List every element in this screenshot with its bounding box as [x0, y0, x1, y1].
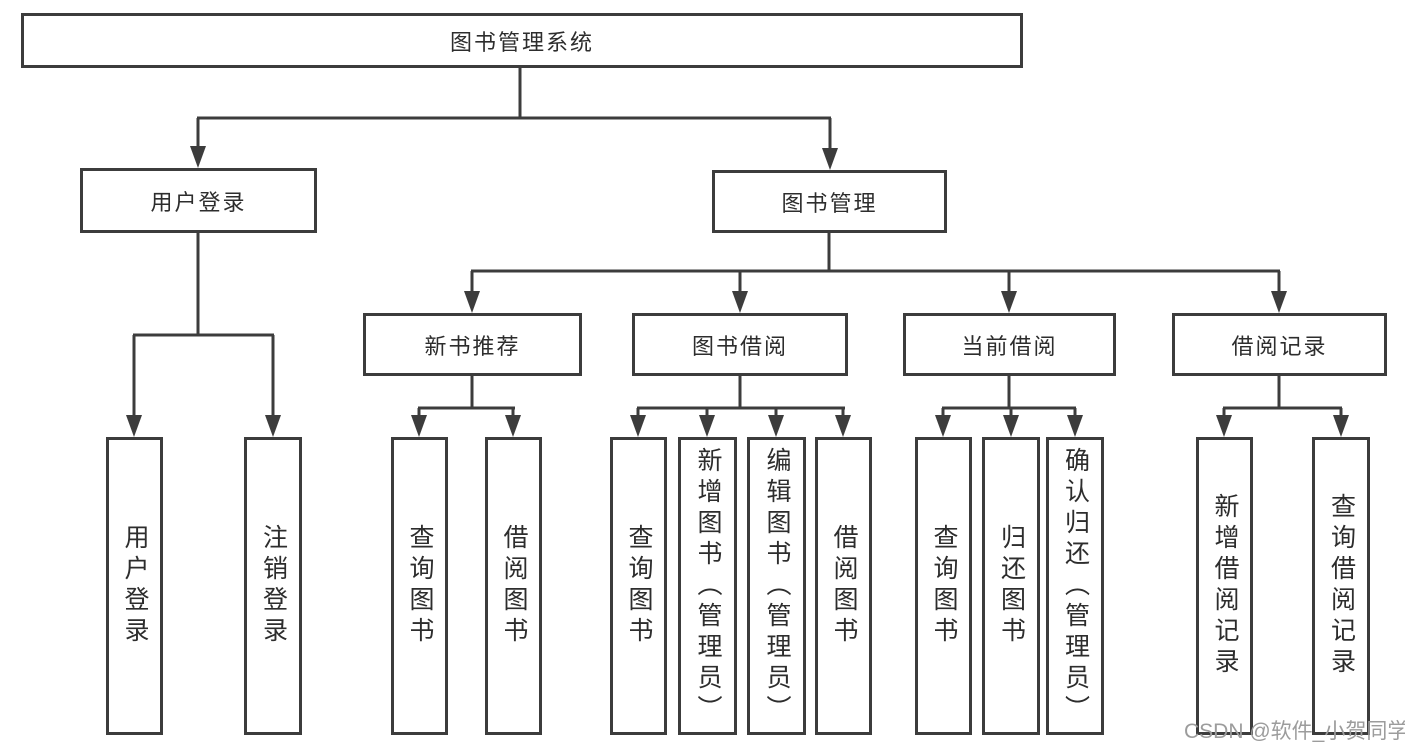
node-current-borrowing: 当前借阅: [903, 313, 1116, 376]
node-root-library-system: 图书管理系统: [21, 13, 1023, 68]
leaf-user-login-label: 用户登录: [121, 524, 149, 648]
leaf-recommend-query-books-label: 查询图书: [406, 524, 434, 648]
leaf-logout-label: 注销登录: [259, 524, 288, 648]
leaf-confirm-return-admin-label: 确认归还（管理员）: [1061, 446, 1090, 726]
csdn-watermark: CSDN @软件_小贺同学: [1184, 720, 1405, 743]
leaf-edit-books-admin: 编辑图书（管理员）: [747, 437, 806, 735]
leaf-borrowing-borrow-books-label: 借阅图书: [830, 524, 858, 648]
leaf-current-query-books-label: 查询图书: [930, 524, 958, 648]
leaf-confirm-return-admin: 确认归还（管理员）: [1046, 437, 1104, 735]
node-user-login-branch-label: 用户登录: [150, 189, 247, 215]
node-new-book-recommend-label: 新书推荐: [424, 333, 521, 359]
node-user-login-branch: 用户登录: [80, 168, 317, 233]
node-book-management-branch: 图书管理: [712, 170, 947, 233]
leaf-query-borrow-record: 查询借阅记录: [1312, 437, 1370, 735]
node-book-borrowing-label: 图书借阅: [691, 333, 788, 359]
leaf-borrowing-query-books: 查询图书: [610, 437, 667, 735]
leaf-add-borrow-record: 新增借阅记录: [1196, 437, 1253, 735]
leaf-recommend-borrow-books-label: 借阅图书: [500, 524, 528, 648]
node-current-borrowing-label: 当前借阅: [961, 333, 1058, 359]
node-borrowing-records: 借阅记录: [1172, 313, 1387, 376]
leaf-return-books: 归还图书: [982, 437, 1040, 735]
leaf-user-login: 用户登录: [106, 437, 163, 735]
node-borrowing-records-label: 借阅记录: [1231, 333, 1328, 359]
node-root-label: 图书管理系统: [449, 29, 594, 55]
leaf-query-borrow-record-label: 查询借阅记录: [1327, 493, 1356, 679]
leaf-add-books-admin-label: 新增图书（管理员）: [694, 446, 722, 726]
leaf-borrowing-borrow-books: 借阅图书: [815, 437, 872, 735]
leaf-borrowing-query-books-label: 查询图书: [625, 524, 653, 648]
leaf-edit-books-admin-label: 编辑图书（管理员）: [763, 446, 791, 726]
leaf-add-borrow-record-label: 新增借阅记录: [1211, 493, 1239, 679]
node-book-borrowing: 图书借阅: [632, 313, 848, 376]
leaf-current-query-books: 查询图书: [915, 437, 972, 735]
node-new-book-recommend: 新书推荐: [363, 313, 582, 376]
leaf-return-books-label: 归还图书: [997, 524, 1026, 648]
leaf-recommend-query-books: 查询图书: [391, 437, 448, 735]
leaf-recommend-borrow-books: 借阅图书: [485, 437, 542, 735]
leaf-add-books-admin: 新增图书（管理员）: [678, 437, 737, 735]
leaf-logout: 注销登录: [244, 437, 302, 735]
node-book-management-branch-label: 图书管理: [781, 190, 878, 216]
